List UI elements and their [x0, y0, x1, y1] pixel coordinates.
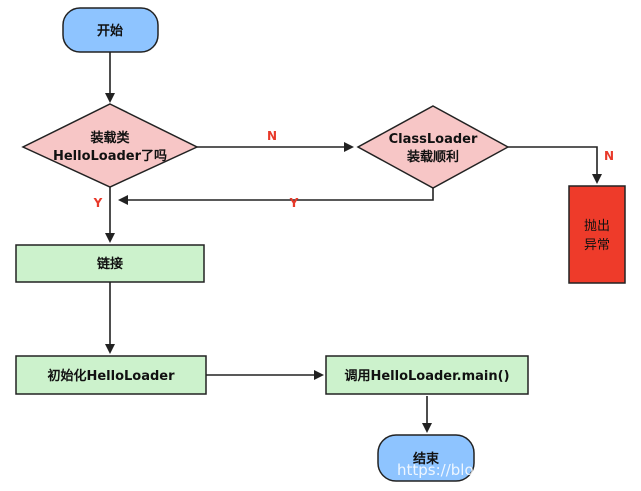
node-throw-exception: 抛出 异常: [568, 185, 626, 284]
throw-exception-label-line2: 异常: [584, 238, 610, 253]
edges: [105, 52, 602, 433]
classloader-ok-label-line2: 装载顺利: [406, 149, 459, 165]
start-label: 开始: [97, 23, 123, 39]
end-shape: [377, 434, 475, 482]
link-shape: [15, 244, 205, 283]
node-start: 开始: [62, 7, 159, 53]
edge-label-no-2: N: [604, 149, 614, 163]
check-loaded-label-line1: 装载类: [89, 130, 130, 146]
edge-label-yes-2: Y: [289, 196, 299, 210]
node-init: 初始化HelloLoader: [15, 355, 207, 395]
classloader-ok-shape: [356, 105, 510, 189]
edge-label-no-1: N: [267, 129, 277, 143]
watermark-text: https://blog.csdn.net/Xqhardstudy: [397, 461, 641, 479]
link-label: 链接: [96, 256, 123, 272]
throw-exception-shape: [568, 185, 626, 284]
edge-classloader-yes-back: [118, 188, 434, 205]
node-link: 链接: [15, 244, 205, 283]
edge-label-yes-1: Y: [93, 196, 103, 210]
node-call-main: 调用HelloLoader.main(): [325, 355, 529, 395]
start-shape: [62, 7, 159, 53]
check-loaded-shape: [21, 103, 199, 188]
edge-classloader-to-exception-no: [508, 146, 602, 184]
node-check-loaded: 装载类 HelloLoader了吗: [21, 103, 199, 188]
end-label: 结束: [413, 451, 440, 467]
call-main-label: 调用HelloLoader.main(): [344, 369, 509, 384]
check-loaded-label-line2: HelloLoader了吗: [53, 149, 167, 164]
node-end: 结束: [377, 434, 475, 482]
call-main-shape: [325, 355, 529, 395]
init-label: 初始化HelloLoader: [47, 368, 175, 384]
classloader-ok-label-line1: ClassLoader: [389, 132, 478, 147]
throw-exception-label-line1: 抛出: [584, 219, 610, 234]
init-shape: [15, 355, 207, 395]
node-classloader-ok: ClassLoader 装载顺利: [356, 105, 510, 189]
